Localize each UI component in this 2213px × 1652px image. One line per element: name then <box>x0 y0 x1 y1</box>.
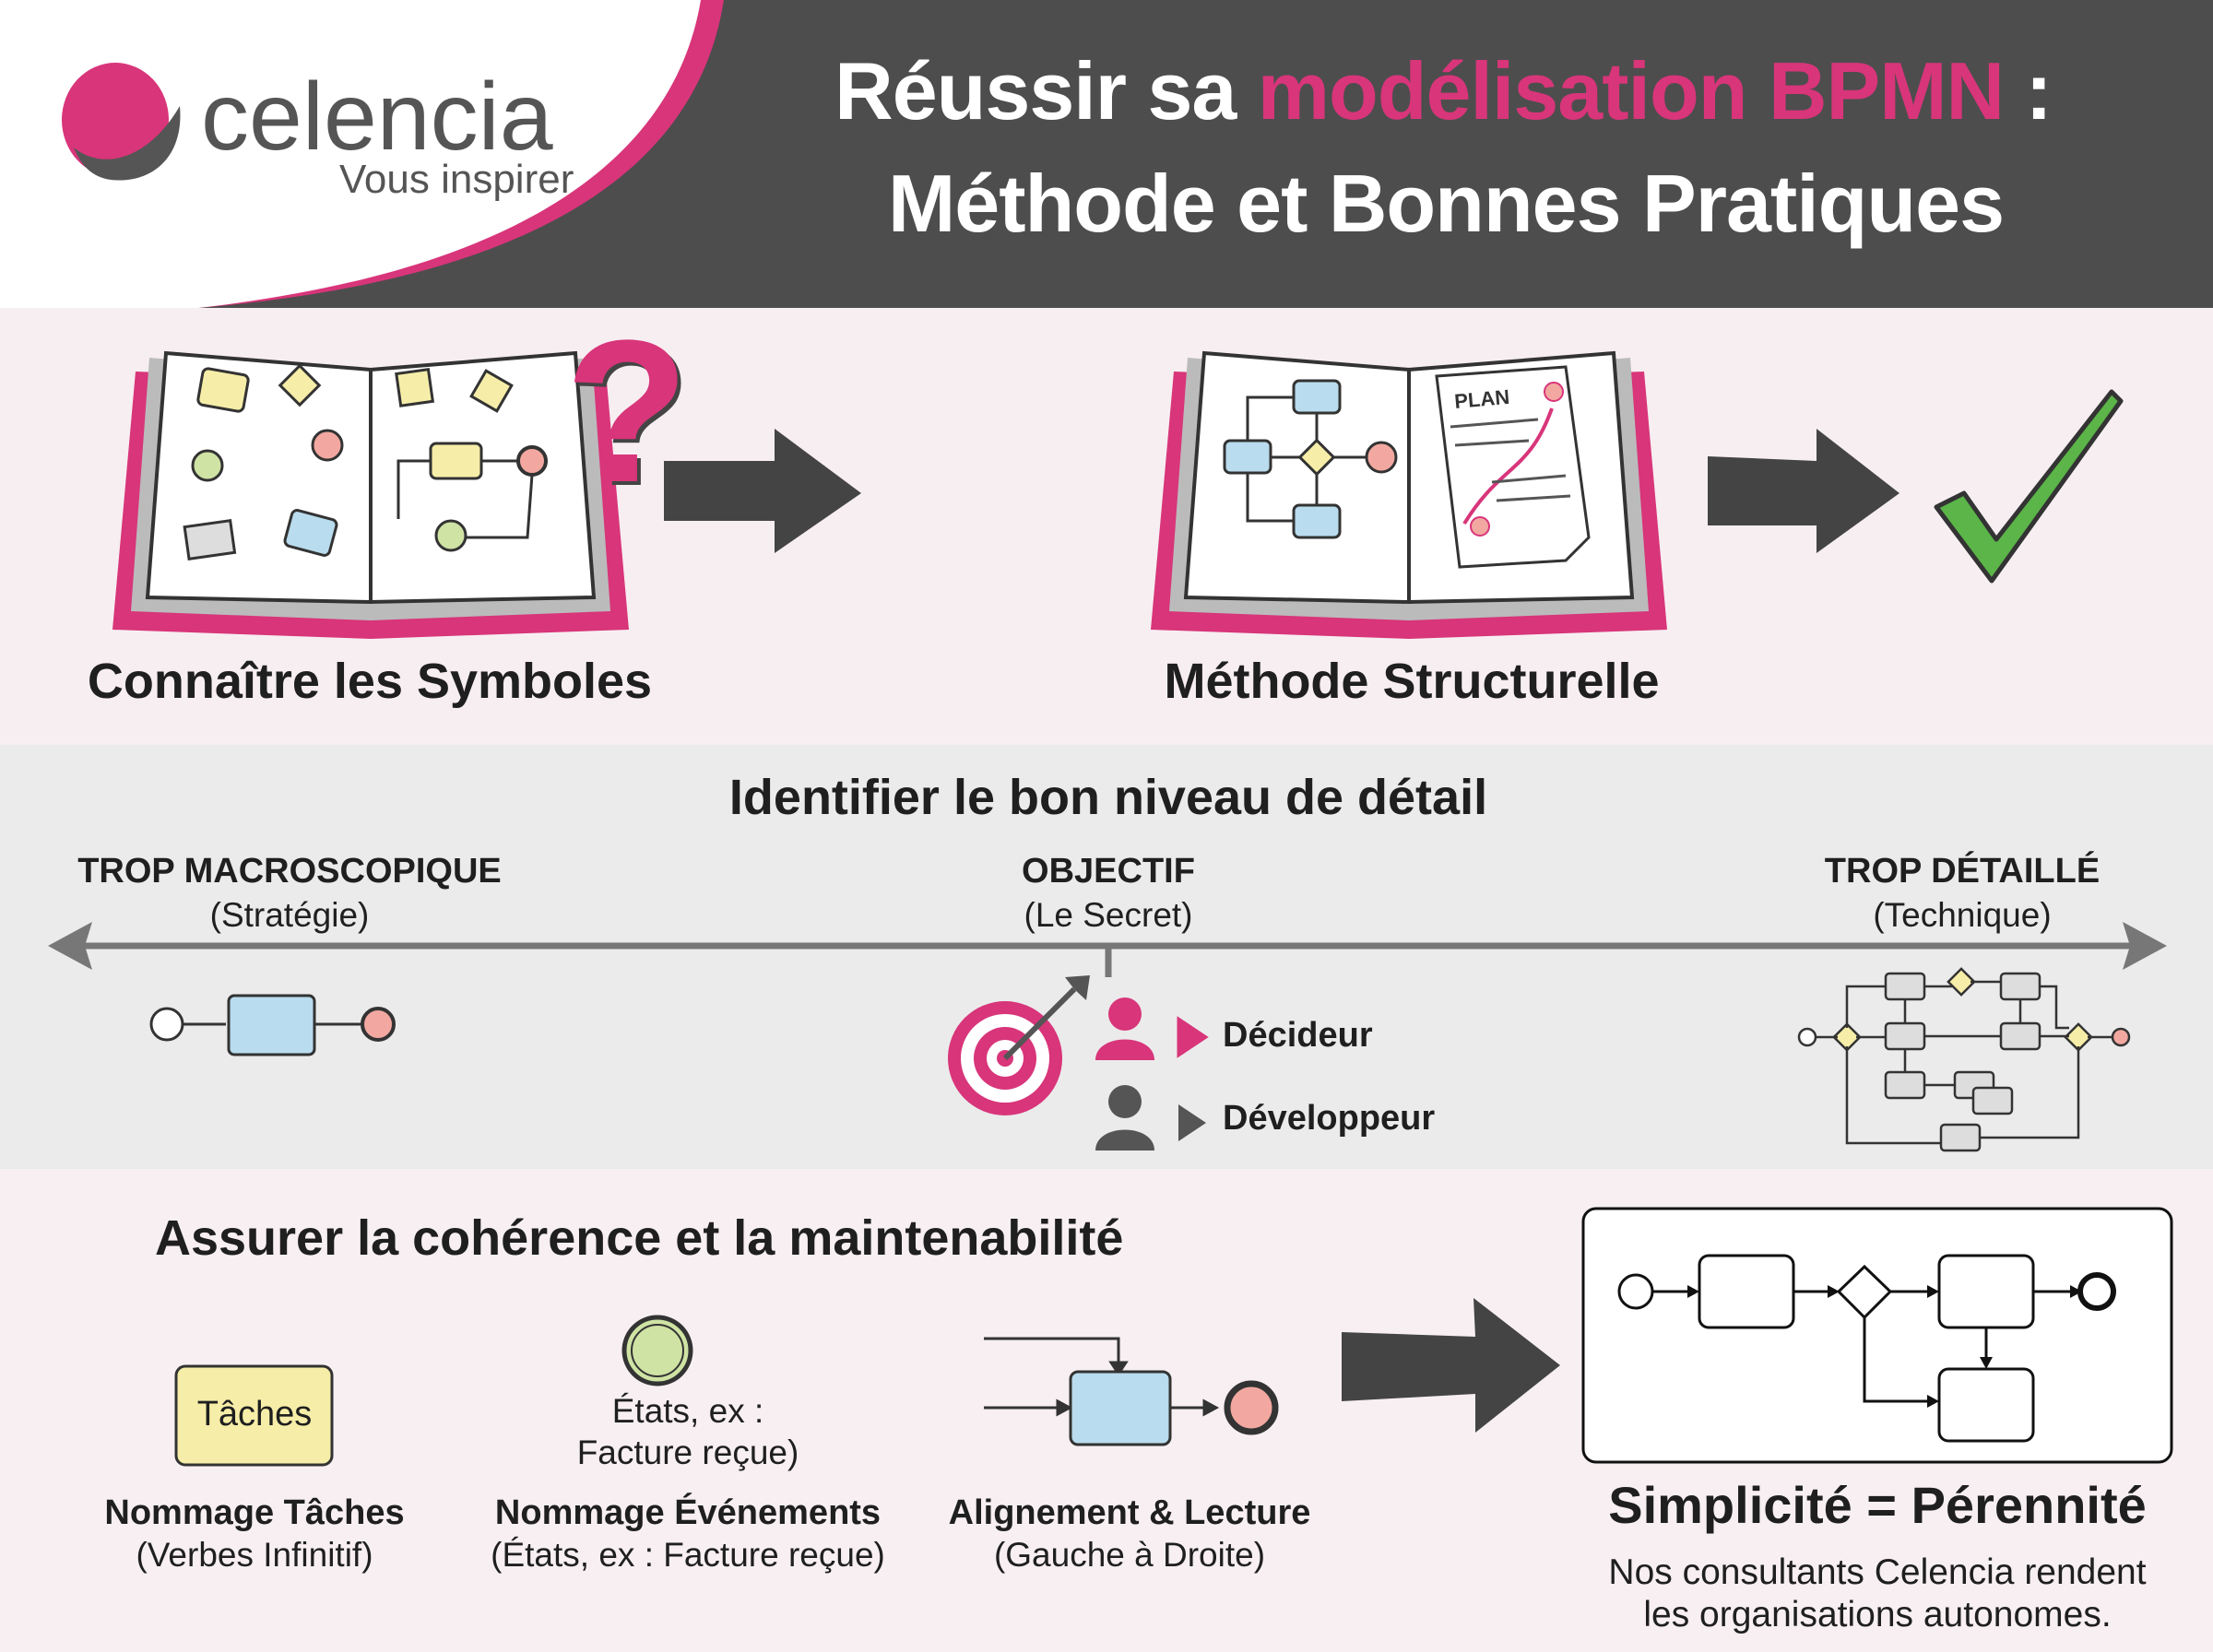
col-alignment-subtitle: (Gauche à Droite) <box>993 1536 1266 1574</box>
task-symbol <box>174 1364 334 1467</box>
big-arrow-right-icon <box>1342 1298 1560 1433</box>
objective-subtitle: (Le Secret) <box>1024 896 1193 934</box>
open-book-symbols-icon <box>112 350 629 639</box>
page-title-line2: Méthode et Bonnes Pratiques <box>887 158 2005 249</box>
start-event-icon <box>621 1315 693 1386</box>
section3-title: Assurer la cohérence et la maintenabilit… <box>155 1210 1124 1266</box>
col-event-naming-subtitle: (États, ex : Facture reçue) <box>491 1536 885 1574</box>
complex-process-diagram <box>1797 967 2131 1152</box>
play-icon <box>1178 1104 1206 1141</box>
target-icon <box>948 975 1090 1115</box>
section2-title: Identifier le bon niveau de détail <box>728 770 1488 825</box>
detail-scale-arrow <box>48 922 2167 977</box>
detailed-title: TROP DÉTAILLÉ <box>1824 852 2101 891</box>
page-title-line1: Réussir sa modélisation BPMN : <box>834 45 2053 136</box>
checkmark-icon <box>1934 389 2124 584</box>
objective-title: OBJECTIF <box>1022 852 1195 891</box>
event-caption-1: États, ex : <box>611 1392 764 1430</box>
col-task-naming-subtitle: (Verbes Infinitif) <box>136 1536 373 1574</box>
macro-title: TROP MACROSCOPIQUE <box>77 852 502 891</box>
label-structural-method: Méthode Structurelle <box>1164 654 1660 709</box>
result-line-2: les organisations autonomes. <box>1643 1595 2112 1634</box>
plan-label: PLAN <box>1453 385 1510 413</box>
macro-subtitle: (Stratégie) <box>209 896 370 934</box>
label-know-symbols: Connaître les Symboles <box>87 654 653 709</box>
result-title: Simplicité = Pérennité <box>1608 1476 2147 1534</box>
arrow-right-icon <box>664 429 861 553</box>
event-caption-2: Facture reçue) <box>576 1434 799 1471</box>
macro-process-diagram <box>149 994 396 1056</box>
play-icon <box>1177 1016 1209 1058</box>
logo-tagline: Vous inspirer <box>339 157 574 202</box>
decideur-person-icon <box>1095 997 1154 1060</box>
result-line-1: Nos consultants Celencia rendent <box>1608 1552 2147 1592</box>
developpeur-person-icon <box>1095 1085 1154 1150</box>
col-task-naming-title: Nommage Tâches <box>104 1493 405 1532</box>
detailed-subtitle: (Technique) <box>1873 896 2052 934</box>
col-alignment-title: Alignement & Lecture <box>948 1493 1311 1532</box>
role-decideur: Décideur <box>1223 1016 1373 1055</box>
task-box-label: Tâches <box>196 1395 313 1434</box>
open-book-method-icon: PLAN <box>1151 350 1667 639</box>
celencia-logo-icon <box>62 63 181 181</box>
role-developpeur: Développeur <box>1223 1099 1436 1138</box>
header-curve <box>0 0 724 308</box>
alignment-diagram <box>984 1337 1279 1446</box>
logo-name: celencia <box>201 64 553 171</box>
col-event-naming-title: Nommage Événements <box>494 1493 882 1532</box>
arrow-right-icon <box>1708 429 1899 553</box>
simplified-process-diagram <box>1581 1207 2173 1464</box>
question-mark-icon: ? <box>564 298 690 525</box>
